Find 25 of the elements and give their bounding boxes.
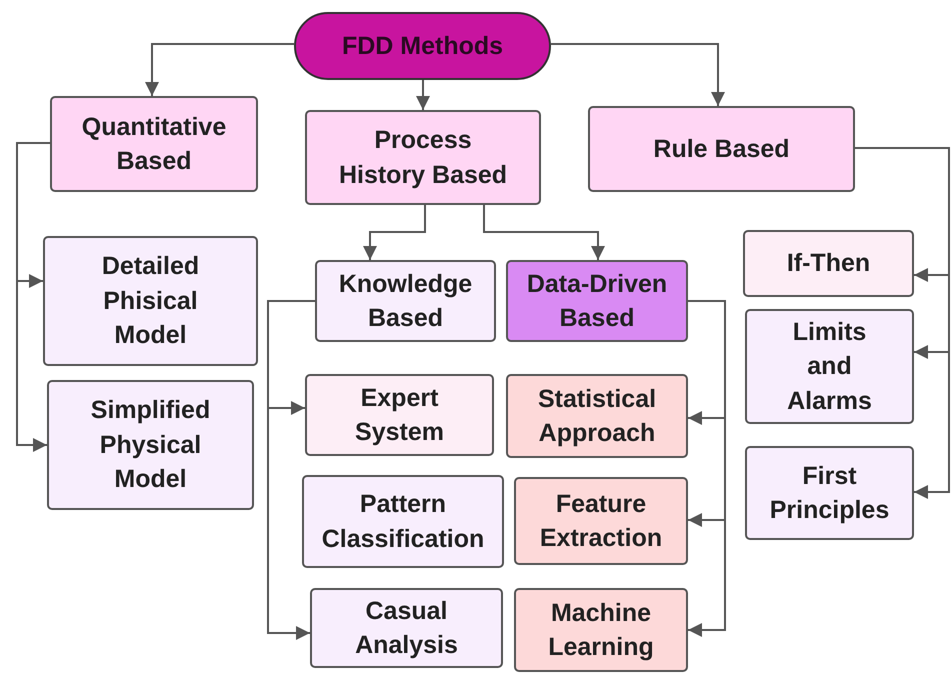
category-box: Statistical Approach: [506, 374, 688, 458]
category-box: Casual Analysis: [310, 588, 503, 668]
category-box: Expert System: [305, 374, 494, 456]
category-box: Quantitative Based: [50, 96, 258, 192]
arrow: [551, 43, 725, 106]
category-box: Knowledge Based: [315, 260, 496, 342]
arrow: [267, 300, 315, 640]
category-box: If-Then: [743, 230, 914, 297]
arrow: [416, 80, 430, 110]
category-box: Simplified Physical Model: [47, 380, 254, 510]
category-box: Detailed Phisical Model: [43, 236, 258, 366]
category-box: Process History Based: [305, 110, 541, 205]
category-box: Pattern Classification: [302, 475, 504, 568]
category-box: Feature Extraction: [514, 477, 688, 565]
category-box: Rule Based: [588, 106, 855, 192]
arrow: [145, 43, 294, 96]
category-box: Limits and Alarms: [745, 309, 914, 424]
arrow: [16, 142, 50, 452]
arrow: [363, 205, 426, 260]
category-box: First Principles: [745, 446, 914, 540]
category-box: Machine Learning: [514, 588, 688, 672]
arrow: [483, 205, 605, 260]
category-box: Data-Driven Based: [506, 260, 688, 342]
root-pill: FDD Methods: [294, 12, 551, 80]
arrow: [688, 300, 726, 637]
